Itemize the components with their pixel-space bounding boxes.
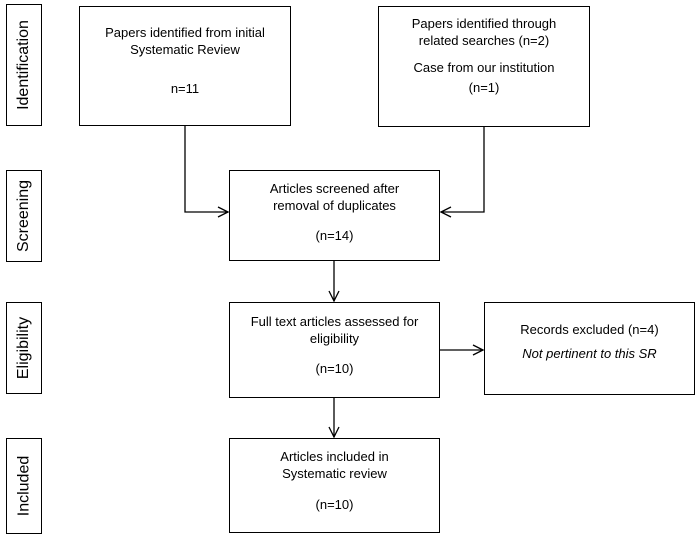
full-text-line1: Full text articles assessed for	[250, 314, 419, 329]
stage-label-screening: Screening	[6, 170, 42, 262]
box-related-searches: Papers identified through related search…	[378, 6, 590, 127]
related-searches-count: (n=1)	[468, 80, 500, 95]
box-included: Articles included in Systematic review (…	[229, 438, 440, 533]
box-excluded: Records excluded (n=4) Not pertinent to …	[484, 302, 695, 395]
included-line1: Articles included in	[280, 449, 389, 464]
arrow-related-to-screened	[441, 127, 485, 212]
initial-review-count: n=11	[170, 81, 200, 96]
screened-line2: removal of duplicates	[273, 198, 396, 213]
related-searches-line2: related searches (n=2)	[418, 33, 550, 48]
box-initial-review: Papers identified from initial Systemati…	[79, 6, 291, 126]
screened-line1: Articles screened after	[269, 181, 400, 196]
related-searches-line3: Case from our institution	[413, 60, 555, 75]
initial-review-line1: Papers identified from initial	[105, 25, 265, 40]
stage-label-included: Included	[6, 438, 42, 534]
included-line2: Systematic review	[282, 466, 387, 481]
stage-label-identification: Identification	[6, 4, 42, 126]
stage-label-eligibility: Eligibility	[6, 302, 42, 394]
related-searches-line1: Papers identified through	[411, 16, 557, 31]
full-text-count: (n=10)	[315, 361, 354, 376]
arrow-initial-to-screened	[184, 126, 228, 212]
excluded-reason: Not pertinent to this SR	[522, 346, 657, 361]
included-count: (n=10)	[315, 497, 354, 512]
box-screened: Articles screened after removal of dupli…	[229, 170, 440, 261]
excluded-line1: Records excluded (n=4)	[520, 322, 659, 337]
box-full-text: Full text articles assessed for eligibil…	[229, 302, 440, 398]
full-text-line2: eligibility	[309, 331, 360, 346]
screened-count: (n=14)	[315, 228, 354, 243]
initial-review-line2: Systematic Review	[130, 42, 240, 57]
